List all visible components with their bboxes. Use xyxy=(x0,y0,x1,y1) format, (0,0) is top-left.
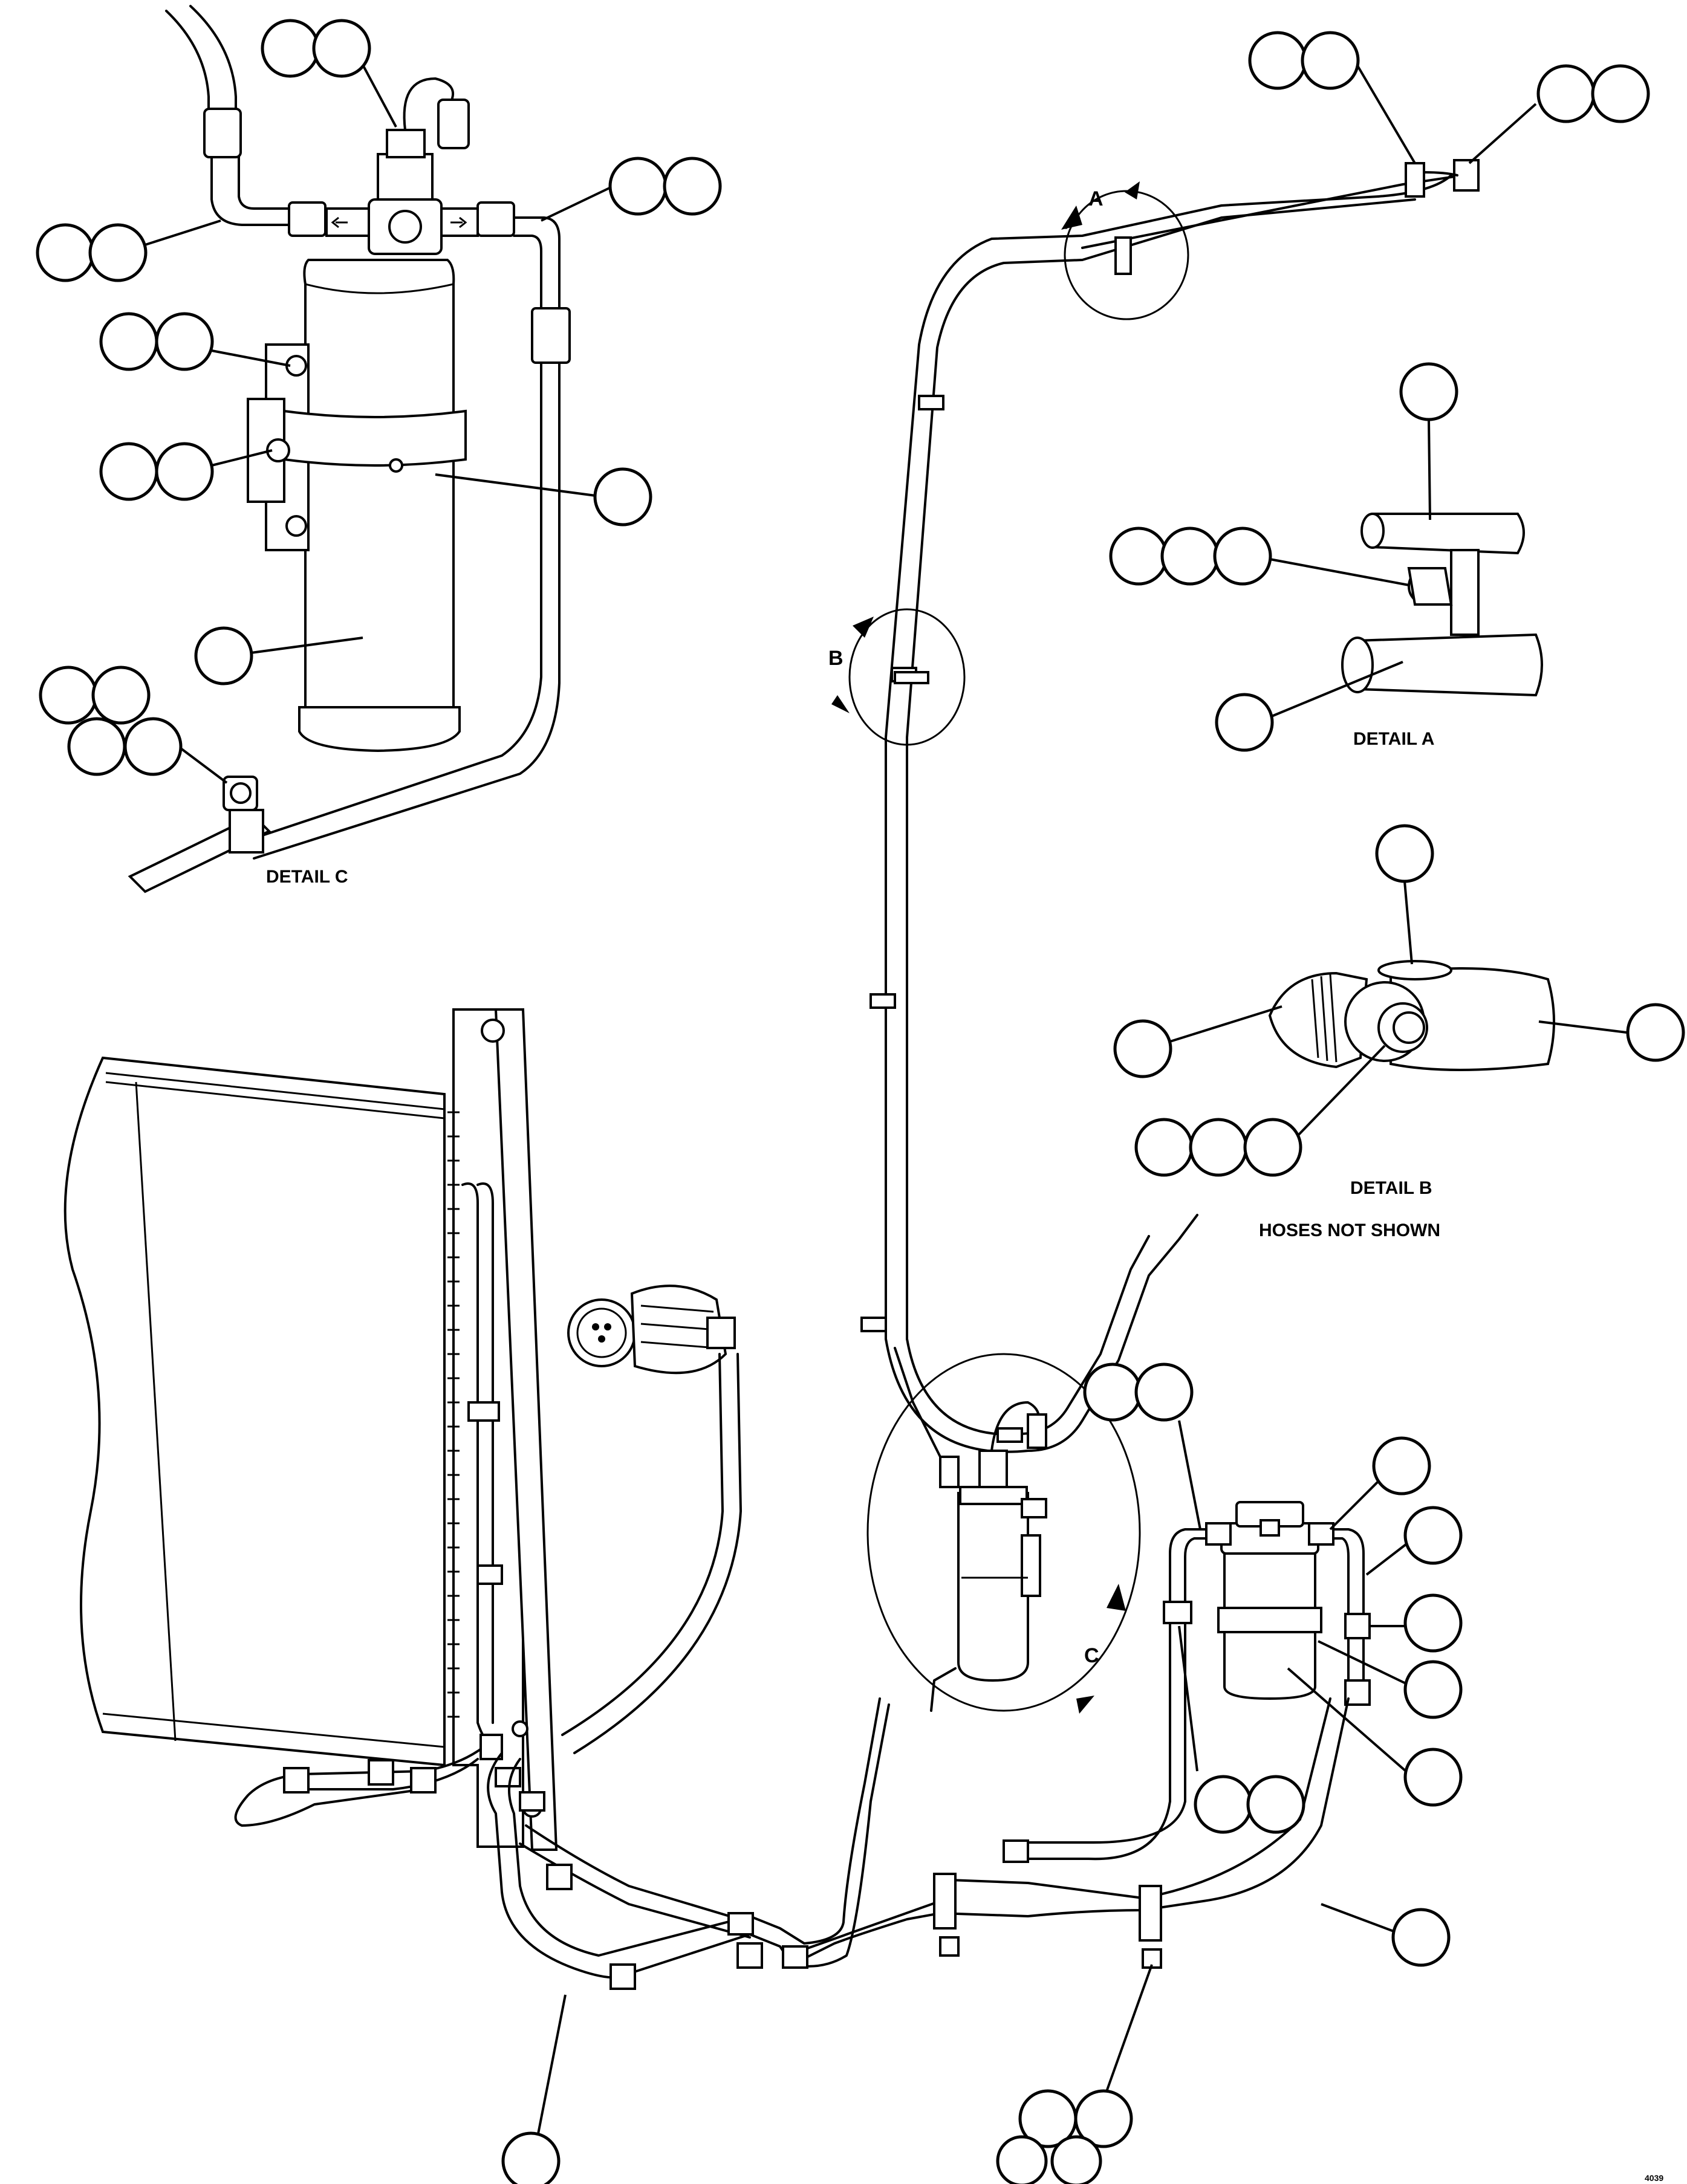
callout-bubble xyxy=(1134,1045,1386,1177)
callout-bubble xyxy=(1375,824,1434,965)
receiver-assembly xyxy=(1003,1501,1371,1863)
detail-a-label: DETAIL A xyxy=(1353,729,1434,749)
hose-routing: A B xyxy=(828,159,1480,1453)
detail-c-inset: C xyxy=(866,1347,1141,1714)
view-b-label: B xyxy=(828,647,844,670)
hoses-not-shown-note: HOSES NOT SHOWN xyxy=(1259,1220,1440,1240)
callout-bubble xyxy=(194,626,363,685)
callout-bubble xyxy=(1215,661,1403,752)
callout-bubble xyxy=(1538,1003,1685,1062)
callout-bubble xyxy=(39,666,228,784)
callout-bubble xyxy=(1399,362,1458,520)
detail-c-label: DETAIL C xyxy=(266,867,348,887)
callout-bubble xyxy=(1287,1667,1463,1807)
detail-c-receiver-drier: DETAIL C xyxy=(128,5,571,893)
callout-bubble xyxy=(1178,1625,1305,1834)
view-c-label: C xyxy=(1084,1644,1099,1667)
view-a-label: A xyxy=(1088,187,1104,210)
detail-a: DETAIL A xyxy=(1341,513,1543,749)
callout-bubble xyxy=(435,467,652,527)
callout-bubble xyxy=(996,1964,1153,2184)
callout-bubble xyxy=(1468,64,1650,164)
callout-bubble xyxy=(1113,1005,1282,1078)
callout-bubbles xyxy=(36,19,1685,2184)
callout-bubble xyxy=(99,312,291,371)
bottom-hose-run xyxy=(487,1697,1350,1990)
callout-bubble xyxy=(1109,527,1409,586)
detail-b-label: DETAIL B xyxy=(1350,1178,1432,1198)
callout-bubble xyxy=(501,1994,567,2184)
callout-bubble xyxy=(99,442,273,501)
callout-bubble xyxy=(1083,1363,1201,1530)
figure-number: 4039 xyxy=(1645,2173,1663,2183)
detail-b: DETAIL B HOSES NOT SHOWN xyxy=(1259,960,1555,1240)
callout-bubble xyxy=(1248,31,1416,164)
callout-bubble xyxy=(1329,1436,1431,1531)
condenser xyxy=(63,1008,558,1851)
callout-bubble xyxy=(1318,1640,1463,1719)
callout-bubble xyxy=(1365,1506,1463,1576)
callout-bubble xyxy=(541,157,722,222)
callout-bubble xyxy=(36,219,221,282)
callout-bubble xyxy=(261,19,397,128)
compressor xyxy=(561,1285,742,1754)
callout-bubble xyxy=(1370,1593,1463,1653)
callout-bubble xyxy=(1321,1903,1451,1967)
